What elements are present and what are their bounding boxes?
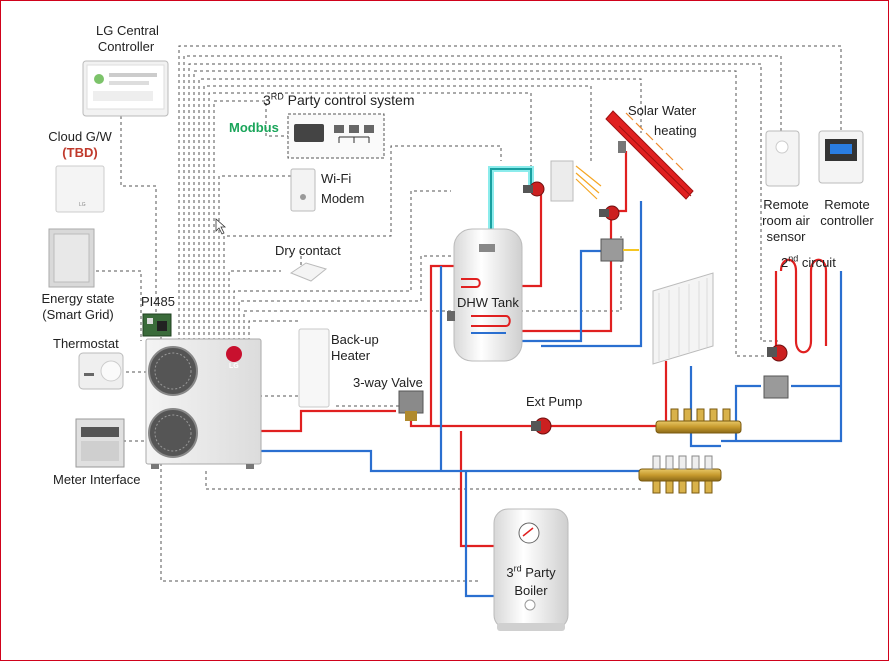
backup-heater-line2: Heater (331, 348, 371, 363)
third-party-control-suffix: Party control system (283, 92, 415, 108)
remote-room-air-sensor[interactable] (765, 130, 800, 187)
backup-heater-label: Back-up Heater (331, 332, 379, 364)
energy-state-line2: (Smart Grid) (42, 307, 114, 322)
thermostat-label: Thermostat (53, 336, 119, 351)
energy-state-line1: Energy state (41, 291, 115, 306)
dhw-glow (488, 166, 534, 236)
solar-pump[interactable] (599, 205, 620, 221)
wifi-modem-device[interactable] (290, 168, 316, 212)
meter-interface-label: Meter Interface (53, 472, 141, 487)
solar-collector[interactable] (605, 110, 694, 200)
central-controller-label: LG Central Controller (96, 23, 159, 55)
remote-sensor-line3: sensor (766, 229, 806, 244)
second-circuit-prefix: 2 (781, 255, 789, 270)
cloud-gateway[interactable]: LG (55, 165, 105, 213)
cloud-gw-tbd: (TBD) (62, 145, 98, 160)
third-party-boiler[interactable] (493, 508, 569, 631)
ext-pump-device[interactable] (531, 417, 552, 435)
pi485-label: PI485 (141, 294, 175, 309)
control-wiring (96, 45, 842, 582)
cloud-gw-line1: Cloud G/W (48, 129, 112, 144)
third-party-control-label: 3RD Party control system (263, 92, 415, 108)
lg-central-controller[interactable] (82, 60, 169, 117)
wifi-modem-line1: Wi-Fi (321, 171, 352, 186)
central-controller-line2: Controller (97, 39, 155, 54)
remote-controller-line2: controller (820, 213, 874, 228)
outdoor-heat-pump-unit[interactable] (145, 338, 262, 469)
three-way-valve-label: 3-way Valve (353, 375, 423, 390)
remote-sensor-line2: room air (762, 213, 810, 228)
second-circuit-pump[interactable] (767, 344, 788, 362)
three-way-valve-device[interactable] (398, 390, 424, 421)
meter-interface-device[interactable] (75, 418, 125, 468)
boiler-line2: Boiler (514, 583, 548, 598)
svg-text:LG: LG (79, 202, 86, 208)
energy-state-label: Energy state (Smart Grid) (37, 291, 119, 323)
ext-pump-label: Ext Pump (526, 394, 583, 409)
modbus-label: Modbus (229, 120, 279, 135)
third-party-control-box[interactable] (287, 113, 385, 159)
dhw-pump[interactable] (523, 181, 545, 197)
central-controller-line1: LG Central (96, 23, 159, 38)
remote-controller-label: Remote controller (813, 197, 881, 229)
shower-fixture (550, 160, 602, 202)
second-circuit-sup: nd (788, 253, 799, 264)
second-circuit-label: 2nd circuit (781, 253, 836, 271)
return-manifold[interactable] (638, 455, 722, 494)
thermostat-device[interactable] (78, 352, 124, 390)
third-party-control-prefix: 3 (263, 92, 271, 108)
remote-sensor-label: Remote room air sensor (753, 197, 819, 245)
dry-contact-device[interactable] (289, 262, 328, 282)
second-circuit-suffix: circuit (798, 255, 836, 270)
remote-controller-line1: Remote (824, 197, 870, 212)
wifi-modem-line2: Modem (321, 191, 365, 206)
dry-contact-label: Dry contact (275, 243, 341, 258)
boiler-label: 3rd Party Boiler (494, 563, 568, 599)
energy-state-box[interactable] (48, 228, 95, 288)
cloud-gw-label: Cloud G/W (TBD) (45, 129, 115, 161)
mouse-cursor-icon (215, 218, 227, 235)
dhw-tank-label: DHW Tank (457, 295, 519, 310)
remote-sensor-line1: Remote (763, 197, 809, 212)
backup-heater-device[interactable] (298, 328, 330, 408)
boiler-prefix: 3 (506, 565, 514, 580)
dhw-riser (490, 168, 532, 236)
boiler-line1: 3rd Party (494, 563, 568, 581)
remote-controller-device[interactable] (818, 130, 864, 184)
solar-label: Solar Water heating (628, 103, 697, 139)
outdoor-unit-brand: LG (229, 363, 239, 370)
pi485-board[interactable] (142, 313, 172, 337)
backup-heater-line1: Back-up (331, 332, 379, 347)
third-party-control-sup: RD (270, 91, 284, 102)
second-circuit-valve[interactable] (763, 375, 789, 399)
boiler-suffix: Party (521, 565, 556, 580)
supply-manifold[interactable] (655, 408, 742, 434)
solar-valve[interactable] (600, 238, 639, 262)
solar-line1: Solar Water (628, 103, 697, 118)
wifi-modem-label: Wi-Fi Modem (321, 171, 364, 207)
radiator[interactable] (652, 272, 714, 365)
dhw-tank[interactable] (447, 228, 523, 362)
boiler-sup: rd (513, 563, 522, 574)
solar-line2: heating (654, 123, 697, 138)
